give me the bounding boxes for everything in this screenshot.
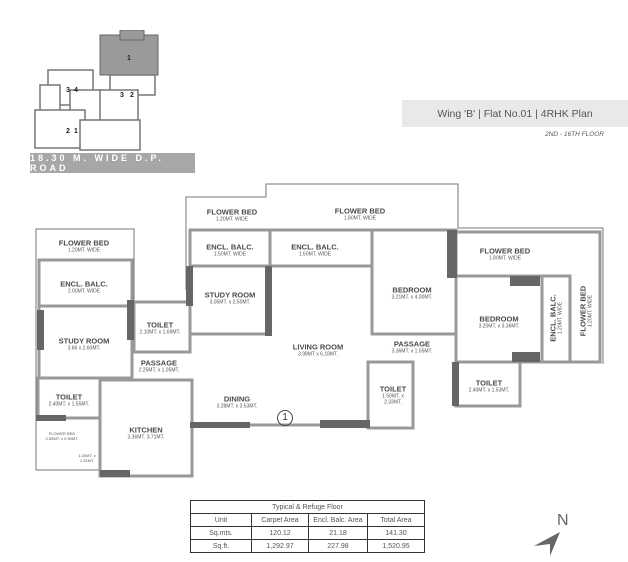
road-label: 18.30 M. WIDE D.P. ROAD bbox=[30, 153, 195, 173]
table-title: Typical & Refuge Floor bbox=[190, 500, 425, 514]
room-encl-balc-east: ENCL. BALC.1.20MT. WIDE bbox=[548, 294, 564, 342]
svg-text:4: 4 bbox=[74, 87, 78, 94]
table-header-row: Unit Carpet Area Encl. Balc. Area Total … bbox=[190, 513, 425, 527]
cell: 21.18 bbox=[308, 526, 368, 540]
svg-text:2: 2 bbox=[130, 92, 134, 99]
svg-text:2: 2 bbox=[66, 128, 70, 135]
header-cell: Encl. Balc. Area bbox=[308, 513, 368, 527]
cell: Sq.ft. bbox=[190, 539, 252, 553]
svg-text:3: 3 bbox=[120, 92, 124, 99]
room-encl-balc-north-2: ENCL. BALC.1.50MT. WIDE bbox=[291, 242, 339, 258]
key-unit: 1 bbox=[127, 55, 131, 62]
header-cell: Unit bbox=[190, 513, 252, 527]
header-cell: Carpet Area bbox=[251, 513, 309, 527]
svg-text:3: 3 bbox=[66, 87, 70, 94]
cell: 1,292.97 bbox=[251, 539, 309, 553]
flower-bed-dimension: 1.20MT. x 1.31MT. bbox=[78, 453, 96, 463]
cell: 1,520.95 bbox=[367, 539, 425, 553]
unit-marker: 1 bbox=[277, 410, 293, 426]
cell: 227.98 bbox=[308, 539, 368, 553]
cell: Sq.mts. bbox=[190, 526, 252, 540]
cell: 120.12 bbox=[251, 526, 309, 540]
header-cell: Total Area bbox=[367, 513, 425, 527]
room-encl-balc-north-1: ENCL. BALC.1.50MT. WIDE bbox=[206, 242, 254, 258]
cell: 141.30 bbox=[367, 526, 425, 540]
plan-title: Wing 'B' | Flat No.01 | 4RHK Plan bbox=[402, 100, 628, 127]
floor-plan-walls bbox=[35, 183, 604, 478]
room-encl-balc-west: ENCL. BALC.2.00MT. WIDE bbox=[60, 279, 108, 295]
svg-text:1: 1 bbox=[74, 128, 78, 135]
north-label: N bbox=[557, 512, 569, 529]
north-arrow-icon bbox=[534, 532, 560, 556]
floor-range: 2ND - 16TH FLOOR bbox=[545, 131, 604, 138]
area-table: Typical & Refuge Floor Unit Carpet Area … bbox=[190, 500, 425, 553]
